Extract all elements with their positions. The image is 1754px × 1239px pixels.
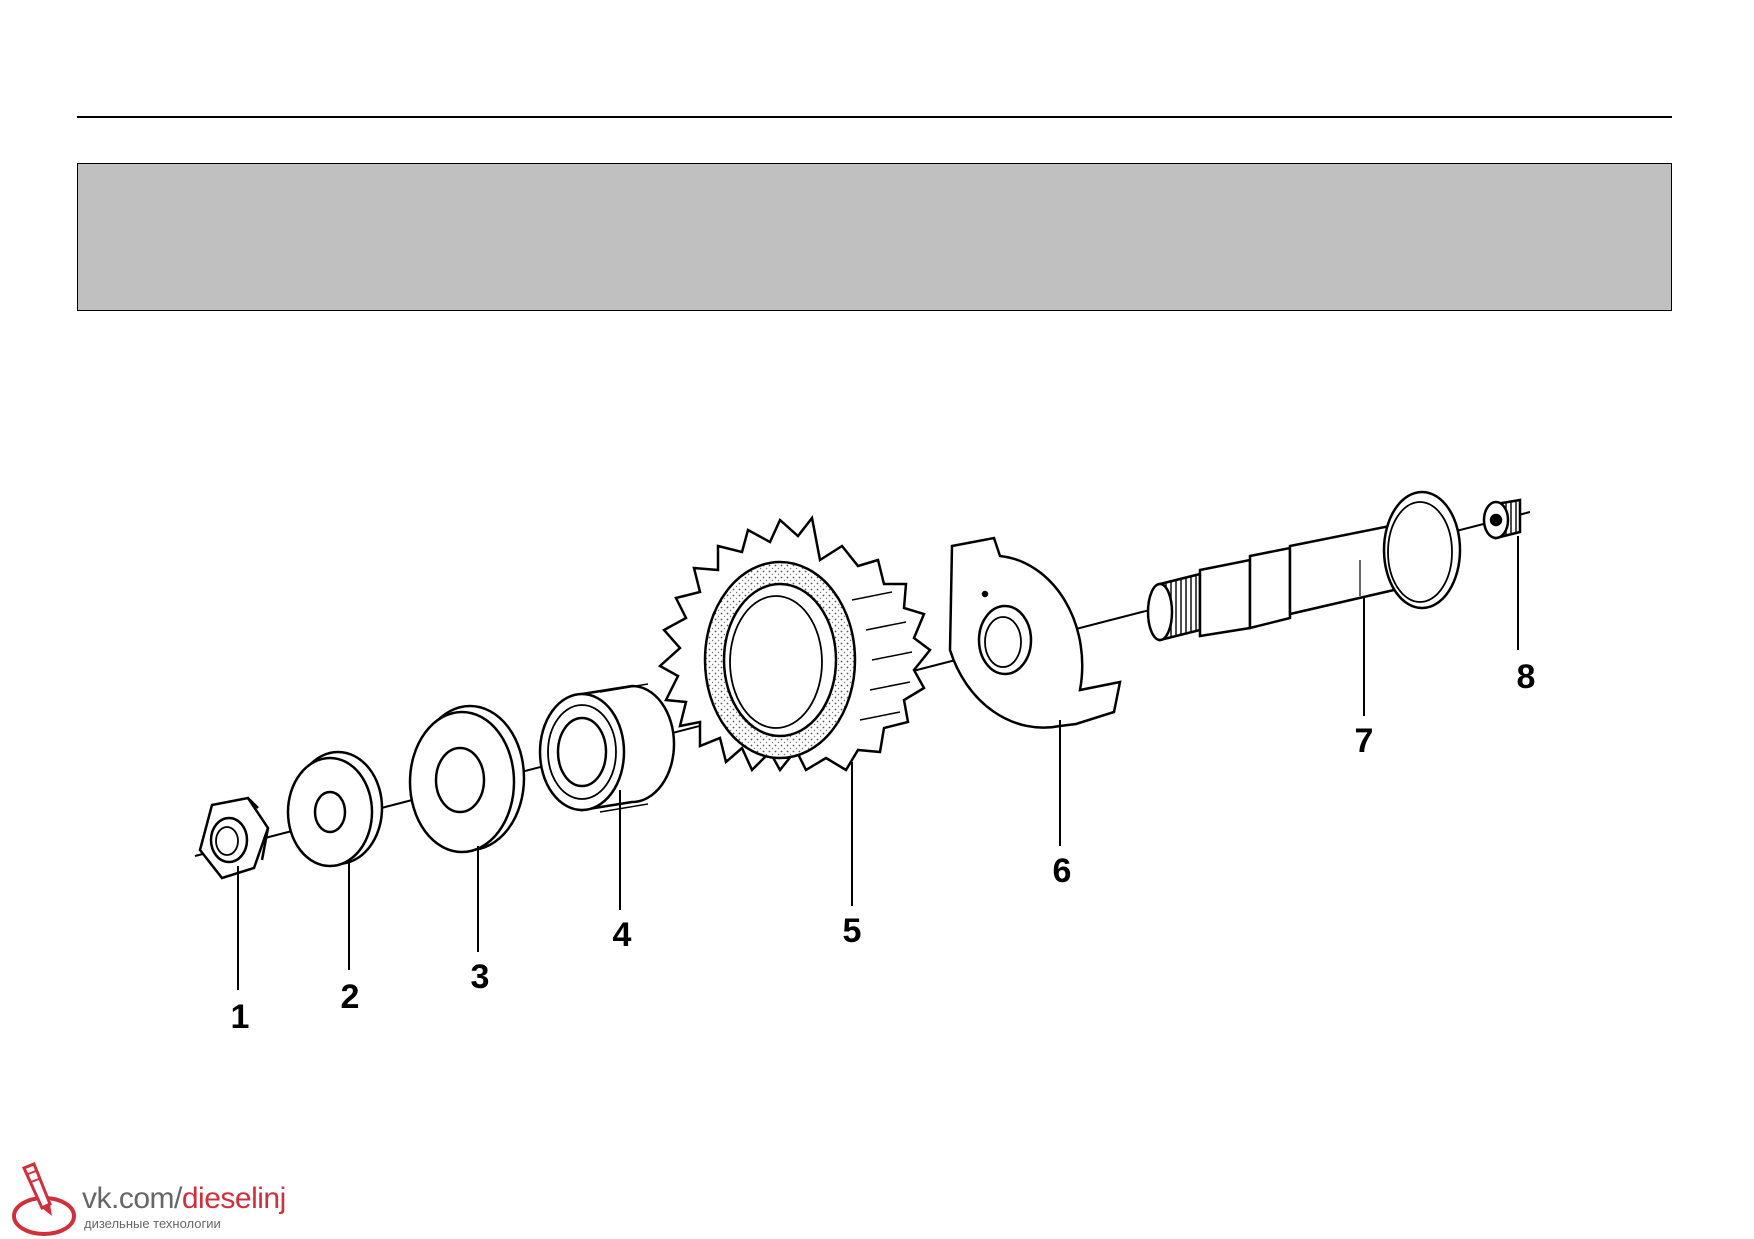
- bearing-part: [538, 683, 676, 813]
- watermark-url: vk.com/dieselinj: [82, 1182, 286, 1215]
- nut-part: [198, 796, 270, 880]
- injector-icon: [12, 1162, 76, 1236]
- callout-8: 8: [1517, 658, 1536, 696]
- callout-4: 4: [613, 916, 632, 954]
- washer-small-part: [286, 750, 384, 868]
- callout-7: 7: [1355, 722, 1374, 760]
- shaft-part: [1146, 490, 1462, 642]
- callout-3: 3: [471, 958, 490, 996]
- callout-5: 5: [843, 912, 862, 950]
- thrust-plate-part: [948, 536, 1122, 729]
- title-box: [77, 163, 1672, 311]
- gear-part: [657, 515, 932, 773]
- callout-2: 2: [341, 978, 360, 1016]
- watermark-logo: vk.com/dieselinj дизельные технологии: [10, 1160, 310, 1239]
- callout-6: 6: [1053, 852, 1072, 890]
- watermark-subtitle: дизельные технологии: [84, 1216, 221, 1231]
- washer-large-part: [408, 704, 526, 854]
- plug-part: [1482, 498, 1522, 540]
- header-rule: [77, 116, 1672, 118]
- leader-lines: [237, 536, 1519, 990]
- callout-1: 1: [231, 998, 250, 1036]
